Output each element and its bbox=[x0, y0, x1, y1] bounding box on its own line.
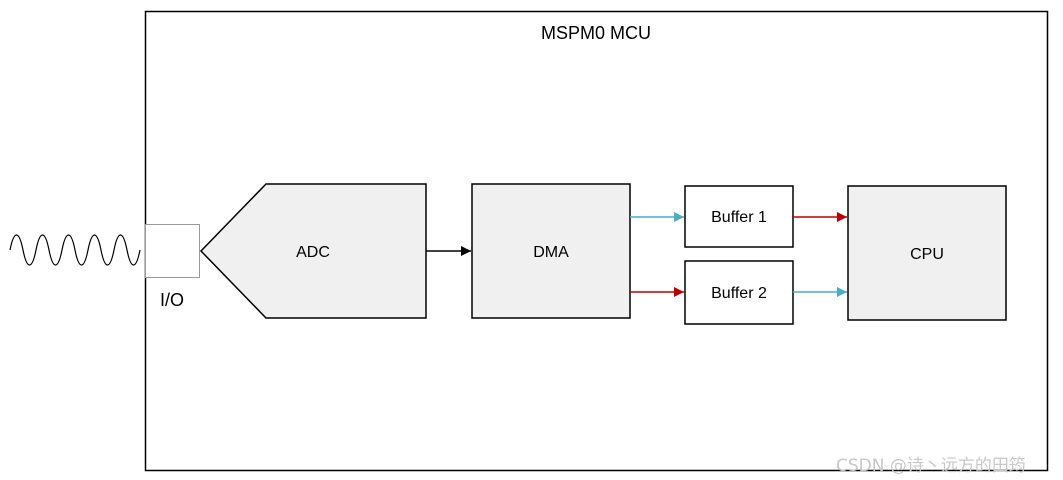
buffer-1-label: Buffer 1 bbox=[711, 209, 767, 226]
buffer-1-block bbox=[684, 185, 794, 248]
analog-signal-waveform bbox=[9, 234, 141, 266]
io-label: I/O bbox=[160, 290, 184, 310]
adc-block bbox=[199, 183, 427, 319]
cpu-block bbox=[847, 185, 1007, 321]
cpu-label: CPU bbox=[910, 246, 944, 263]
watermark: CSDN @诗丶远方的田筠 bbox=[836, 456, 1026, 476]
dma-label: DMA bbox=[533, 244, 569, 261]
io-pin-box bbox=[145, 224, 200, 278]
mcu-title: MSPM0 MCU bbox=[541, 23, 651, 43]
buffer-2-label: Buffer 2 bbox=[711, 285, 767, 302]
buffer-2-block bbox=[684, 260, 794, 325]
adc-label: ADC bbox=[296, 244, 330, 261]
dma-block bbox=[471, 183, 631, 319]
